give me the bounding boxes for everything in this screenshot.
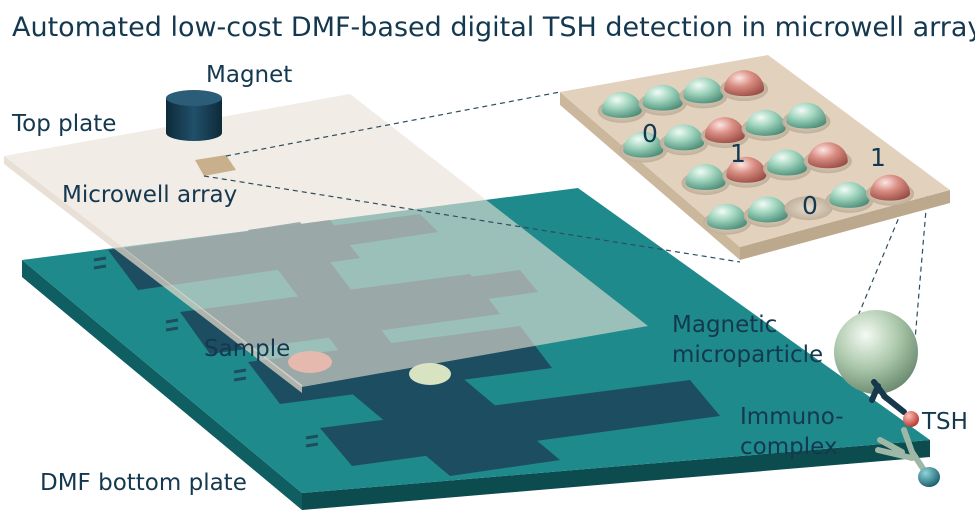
magnet: [166, 90, 222, 141]
bead-positive: [807, 142, 848, 169]
bead-negative: [745, 109, 786, 136]
bottom-plate-right-side: [302, 440, 930, 510]
dmf-bottom-plate-label: DMF bottom plate: [40, 470, 247, 496]
bead-positive: [704, 117, 745, 144]
microwell-array-zoom: 0 1 1 0: [560, 55, 950, 260]
digit-label: 1: [870, 143, 886, 172]
bead-negative: [786, 102, 827, 129]
capture-antibody: [869, 379, 907, 415]
immunocomplex-detail: [834, 310, 940, 487]
microwell-array-patch: [195, 155, 236, 176]
bead-negative: [683, 77, 724, 104]
magnetic-microparticle: [834, 310, 918, 394]
digit-label: 1: [730, 139, 746, 168]
bottom-plate-side: [22, 260, 302, 510]
bead-negative: [601, 91, 642, 118]
reagent-droplet: [409, 363, 451, 385]
detection-antibody: [875, 427, 927, 473]
electrode-cross-vertical: [350, 376, 560, 476]
bead-negative: [747, 196, 788, 223]
magnet-top: [166, 90, 222, 106]
bead-positive: [726, 156, 767, 183]
bead-negative: [706, 203, 747, 230]
top-plate: [4, 94, 648, 393]
bead-negative: [642, 84, 683, 111]
enzyme-label: [918, 467, 940, 487]
digit-label: 0: [642, 119, 658, 148]
electrode-contact-pads: [93, 256, 319, 448]
tsh-molecule: [903, 411, 919, 427]
microwell-array-label: Microwell array: [62, 182, 237, 208]
bead-negative: [685, 164, 726, 191]
tsh-label: TSH: [921, 409, 968, 435]
magnetic-microparticle-label-line2: microparticle: [672, 342, 823, 368]
sample-label: Sample: [204, 336, 290, 362]
bead-negative: [623, 131, 664, 158]
top-plate-label: Top plate: [11, 111, 116, 137]
array-plate-side: [740, 190, 950, 260]
bead-negative: [664, 124, 705, 151]
microwell: [784, 196, 833, 221]
microwell-grid: [597, 70, 915, 235]
immunocomplex-label-line2: complex: [740, 434, 837, 460]
magnet-label: Magnet: [206, 62, 292, 88]
bead-positive: [870, 174, 911, 201]
magnet-body: [166, 98, 222, 141]
digit-label: 0: [802, 191, 818, 220]
array-plate-left-side: [560, 92, 740, 260]
magnetic-microparticle-label-line1: Magnetic: [672, 312, 777, 338]
top-plate-edge: [4, 156, 302, 393]
immunocomplex-label-line1: Immuno-: [740, 404, 844, 430]
diagram-title: Automated low-cost DMF-based digital TSH…: [12, 12, 975, 43]
bead-negative: [829, 181, 870, 208]
bead-negative: [767, 149, 808, 176]
top-plate-surface: [4, 94, 648, 387]
bead-positive: [724, 70, 765, 97]
